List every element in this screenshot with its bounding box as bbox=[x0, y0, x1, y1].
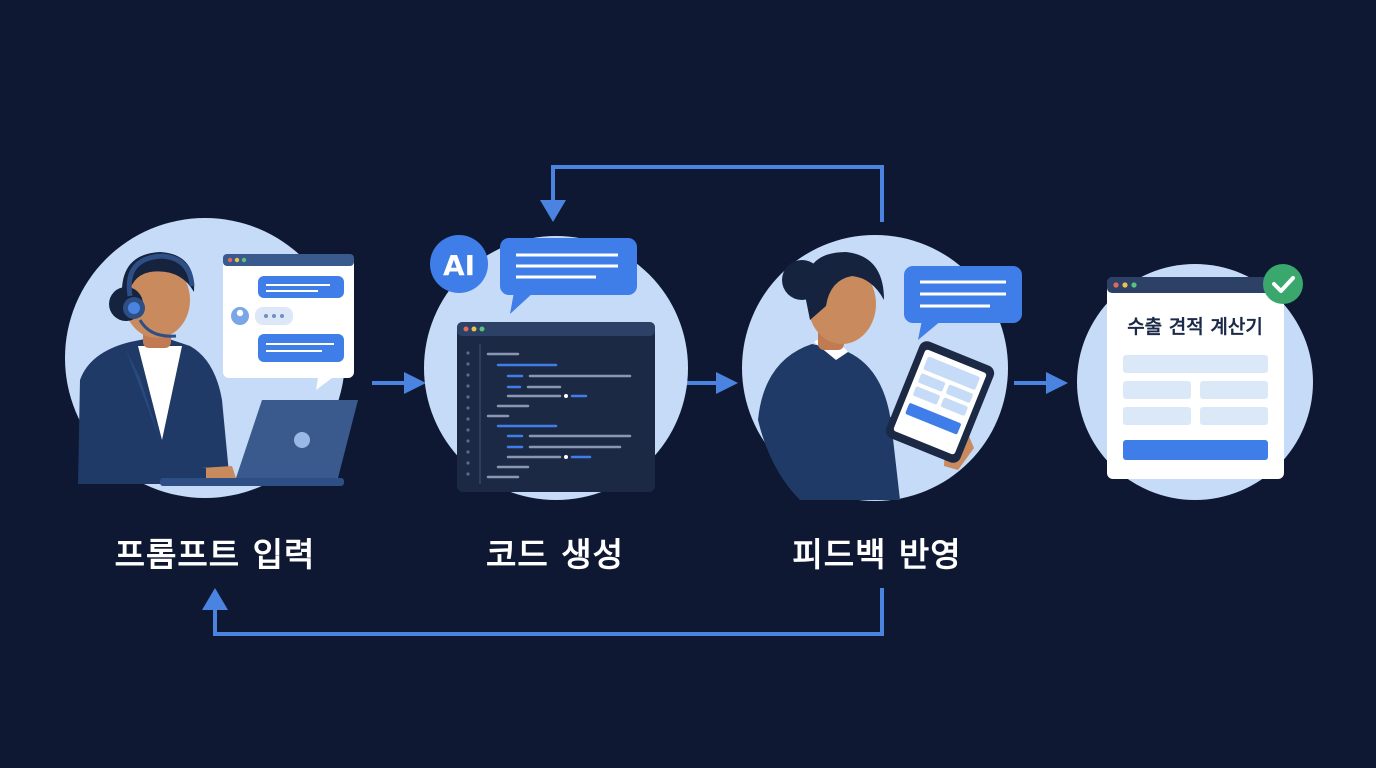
ai-badge-icon: AI bbox=[430, 235, 488, 293]
loop-arrow-top-head-icon bbox=[540, 200, 566, 222]
result-window: 수출 견적 계산기 bbox=[1107, 277, 1284, 479]
arrow-right-icon bbox=[372, 372, 426, 394]
step-4-illustration: 수출 견적 계산기 bbox=[1077, 264, 1313, 500]
arrow-right-icon bbox=[684, 372, 738, 394]
step-label-prompt-input: 프롬프트 입력 bbox=[114, 535, 316, 574]
speech-bubble-icon bbox=[904, 266, 1022, 340]
result-card-field bbox=[1200, 381, 1268, 399]
step-1-illustration bbox=[65, 218, 358, 498]
speech-bubble-icon bbox=[500, 238, 637, 314]
step-3-illustration bbox=[742, 235, 1022, 501]
result-card-field bbox=[1200, 407, 1268, 425]
loop-arrow-top bbox=[540, 165, 884, 222]
chat-window-icon bbox=[223, 254, 354, 390]
loop-arrow-bottom-head-icon bbox=[202, 588, 228, 610]
loop-arrow-bottom bbox=[202, 588, 884, 636]
result-card-field bbox=[1123, 381, 1191, 399]
code-editor-icon bbox=[457, 322, 655, 492]
arrow-right-icon bbox=[1014, 372, 1068, 394]
result-card-field bbox=[1123, 407, 1191, 425]
ai-badge-text: AI bbox=[443, 249, 475, 282]
result-card-button bbox=[1123, 440, 1268, 460]
laptop-icon bbox=[160, 400, 358, 486]
result-card-title: 수출 견적 계산기 bbox=[1127, 316, 1263, 338]
step-label-code-generation: 코드 생성 bbox=[486, 535, 624, 574]
headset-person-icon bbox=[78, 252, 236, 484]
tablet-icon bbox=[885, 341, 995, 463]
step-label-feedback: 피드백 반영 bbox=[792, 535, 962, 574]
step-2-illustration: AI bbox=[424, 235, 688, 500]
result-card-field bbox=[1123, 355, 1268, 373]
check-badge-icon bbox=[1263, 264, 1303, 304]
